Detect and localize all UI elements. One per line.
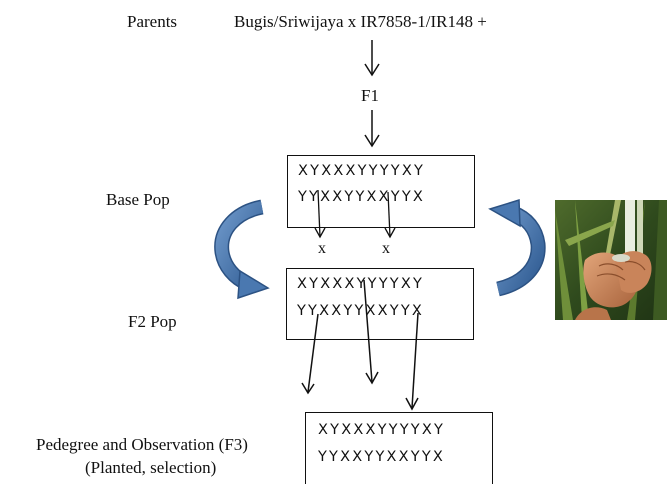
curved-arrow-down-icon — [214, 199, 270, 300]
f2-pop-row-1: XYXXXYYYYXY — [297, 276, 425, 292]
arrow-f1-to-base — [364, 110, 380, 148]
cross-mark: x — [318, 240, 326, 257]
f2-pop-label: F2 Pop — [128, 312, 177, 331]
base-pop-row-2: YYXXYYXXYYX — [298, 189, 426, 205]
arrow-base-to-cross-2 — [384, 191, 396, 239]
f3-label-line2: (Planted, selection) — [85, 458, 217, 477]
f1-label: F1 — [361, 86, 379, 105]
photo-illustration — [555, 200, 667, 320]
f2-pop-box: XYXXXYYYYXY YYXXYYXXYYX — [286, 268, 474, 340]
curved-arrow-up-icon — [488, 198, 546, 297]
base-pop-label: Base Pop — [106, 190, 170, 209]
hands-pollinating-rice-photo — [555, 200, 667, 320]
f3-row-2: YYXXYYXXYYX — [318, 449, 446, 465]
f3-row-1: XYXXXYYYYXY — [318, 422, 446, 438]
f2-pop-row-2: YYXXYYXXYYX — [297, 303, 425, 319]
arrow-base-to-cross-1 — [314, 189, 326, 239]
arrow-parents-to-f1 — [364, 40, 380, 77]
f3-label-line1: Pedegree and Observation (F3) — [36, 435, 248, 454]
f3-box: XYXXXYYYYXY YYXXYYXXYYX — [305, 412, 493, 484]
arrow-f2-to-f3-3 — [405, 312, 419, 411]
cross-mark: x — [382, 240, 390, 257]
arrow-f2-to-f3-2 — [363, 279, 379, 385]
arrow-f2-to-f3-1 — [301, 313, 319, 395]
base-pop-row-1: XYXXXYYYYXY — [298, 163, 426, 179]
parents-cross-label: Bugis/Sriwijaya x IR7858-1/IR148 + — [234, 12, 487, 31]
parents-label: Parents — [127, 12, 178, 31]
base-pop-box: XYXXXYYYYXY YYXXYYXXYYX — [287, 155, 475, 228]
